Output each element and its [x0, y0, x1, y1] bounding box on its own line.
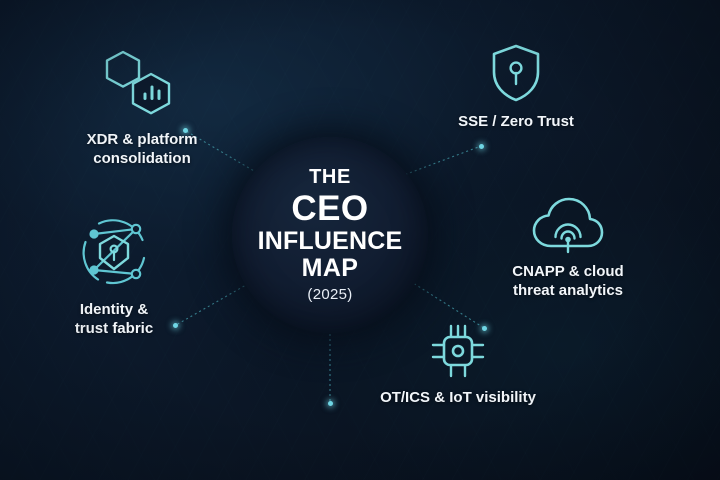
- connector-endpoint-dot-ot: [328, 401, 333, 406]
- hub-title-line-1: THE: [309, 166, 351, 189]
- node-label-identity: Identity & trust fabric: [74, 301, 154, 337]
- node-label-sse: SSE / Zero Trust: [458, 113, 574, 130]
- connector-hub-to-cnapp: [409, 280, 485, 329]
- hub-title-line-2: CEO: [291, 189, 369, 229]
- cloud-signal-icon: [531, 196, 605, 254]
- shield-keyhole-icon: [488, 42, 544, 104]
- connector-endpoint-dot-sse: [479, 144, 484, 149]
- hub-year: (2025): [307, 285, 353, 303]
- center-hub: THE CEO INFLUENCE MAP (2025): [232, 137, 428, 333]
- node-cnapp-cloud-threat-analytics[interactable]: CNAPP & cloud threat analytics: [478, 196, 658, 301]
- node-ot-ics-iot-visibility[interactable]: OT/ICS & IoT visibility: [358, 322, 558, 408]
- node-xdr-platform-consolidation[interactable]: XDR & platform consolidation: [52, 44, 232, 169]
- identity-network-shield-icon: [74, 212, 154, 292]
- connector-hub-to-sse: [395, 145, 482, 179]
- microchip-icon: [428, 322, 488, 380]
- node-label-xdr: XDR & platform consolidation: [86, 131, 198, 167]
- node-label-cnapp: CNAPP & cloud threat analytics: [512, 263, 624, 299]
- hub-title-line-3: INFLUENCE: [257, 226, 403, 255]
- hexagons-bar-chart-icon: [101, 44, 183, 122]
- node-sse-zero-trust[interactable]: SSE / Zero Trust: [430, 42, 602, 132]
- node-label-ot: OT/ICS & IoT visibility: [380, 389, 536, 406]
- hub-title-line-4: MAP: [301, 253, 359, 282]
- node-identity-trust-fabric[interactable]: Identity & trust fabric: [28, 212, 200, 339]
